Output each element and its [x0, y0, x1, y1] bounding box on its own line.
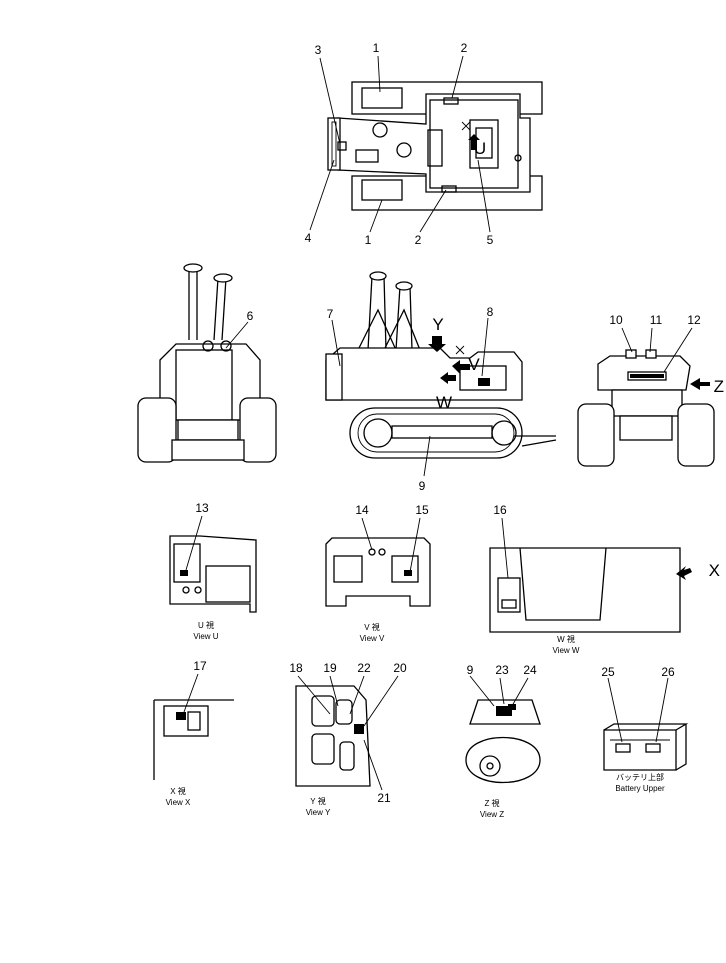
- caption-z-jp: Z 視: [484, 799, 499, 808]
- callout-19: 19: [323, 661, 337, 675]
- callout-2: 2: [461, 41, 468, 55]
- caption-v: View V: [360, 634, 385, 643]
- letter-z: Z: [714, 377, 724, 396]
- rear-view: [577, 327, 715, 467]
- side-view: [325, 271, 557, 477]
- view-w: [489, 517, 692, 633]
- callout-labels: 1 2 3 4 1 2 5 6 7 8 9 10 11 12 13 14 15 …: [193, 41, 701, 805]
- callout-25: 25: [601, 665, 615, 679]
- callout-22: 22: [357, 661, 371, 675]
- caption-x-jp: X 視: [170, 787, 186, 796]
- view-v: [325, 517, 431, 607]
- view-captions: U 視 View U V 視 View V W 視 View W X 視 Vie…: [166, 621, 665, 819]
- callout-12: 12: [687, 313, 701, 327]
- caption-battery: Battery Upper: [615, 784, 665, 793]
- callout-2b: 2: [415, 233, 422, 247]
- callout-1: 1: [373, 41, 380, 55]
- caption-y: View Y: [306, 808, 331, 817]
- callout-23: 23: [495, 663, 509, 677]
- callout-9: 9: [419, 479, 426, 493]
- callout-7: 7: [327, 307, 334, 321]
- front-view: [137, 263, 277, 463]
- caption-y-jp: Y 視: [310, 797, 325, 806]
- callout-10: 10: [609, 313, 623, 327]
- callout-14: 14: [355, 503, 369, 517]
- callout-17: 17: [193, 659, 207, 673]
- view-u: [169, 515, 257, 613]
- letter-v: V: [468, 355, 480, 374]
- callout-5: 5: [487, 233, 494, 247]
- view-letters: Y V U W X Z: [432, 139, 724, 580]
- view-x: [153, 673, 234, 780]
- callout-11: 11: [650, 313, 663, 327]
- caption-u: View U: [193, 632, 218, 641]
- battery-upper-view: [603, 677, 689, 771]
- callout-15: 15: [415, 503, 429, 517]
- letter-u: U: [474, 139, 486, 158]
- view-y: [295, 675, 399, 791]
- callout-21: 21: [377, 791, 391, 805]
- caption-w: View W: [553, 646, 580, 655]
- callout-13: 13: [195, 501, 209, 515]
- callout-9b: 9: [467, 663, 474, 677]
- view-z: [465, 675, 541, 784]
- callout-8: 8: [487, 305, 494, 319]
- callout-26: 26: [661, 665, 675, 679]
- callout-18: 18: [289, 661, 303, 675]
- caption-battery-jp: バッテリ上部: [616, 772, 664, 782]
- caption-w-jp: W 視: [557, 635, 575, 644]
- top-plan-view: [309, 55, 543, 233]
- caption-v-jp: V 視: [364, 623, 380, 632]
- caption-u-jp: U 視: [198, 621, 214, 630]
- callout-6: 6: [247, 309, 254, 323]
- letter-x: X: [709, 561, 720, 580]
- letter-w: W: [436, 393, 452, 412]
- callout-3: 3: [315, 43, 322, 57]
- callout-20: 20: [393, 661, 407, 675]
- callout-1b: 1: [365, 233, 372, 247]
- caption-x: View X: [166, 798, 191, 807]
- caption-z: View Z: [480, 810, 504, 819]
- callout-24: 24: [523, 663, 537, 677]
- callout-4: 4: [305, 231, 312, 245]
- callout-16: 16: [493, 503, 507, 517]
- letter-y: Y: [432, 315, 443, 334]
